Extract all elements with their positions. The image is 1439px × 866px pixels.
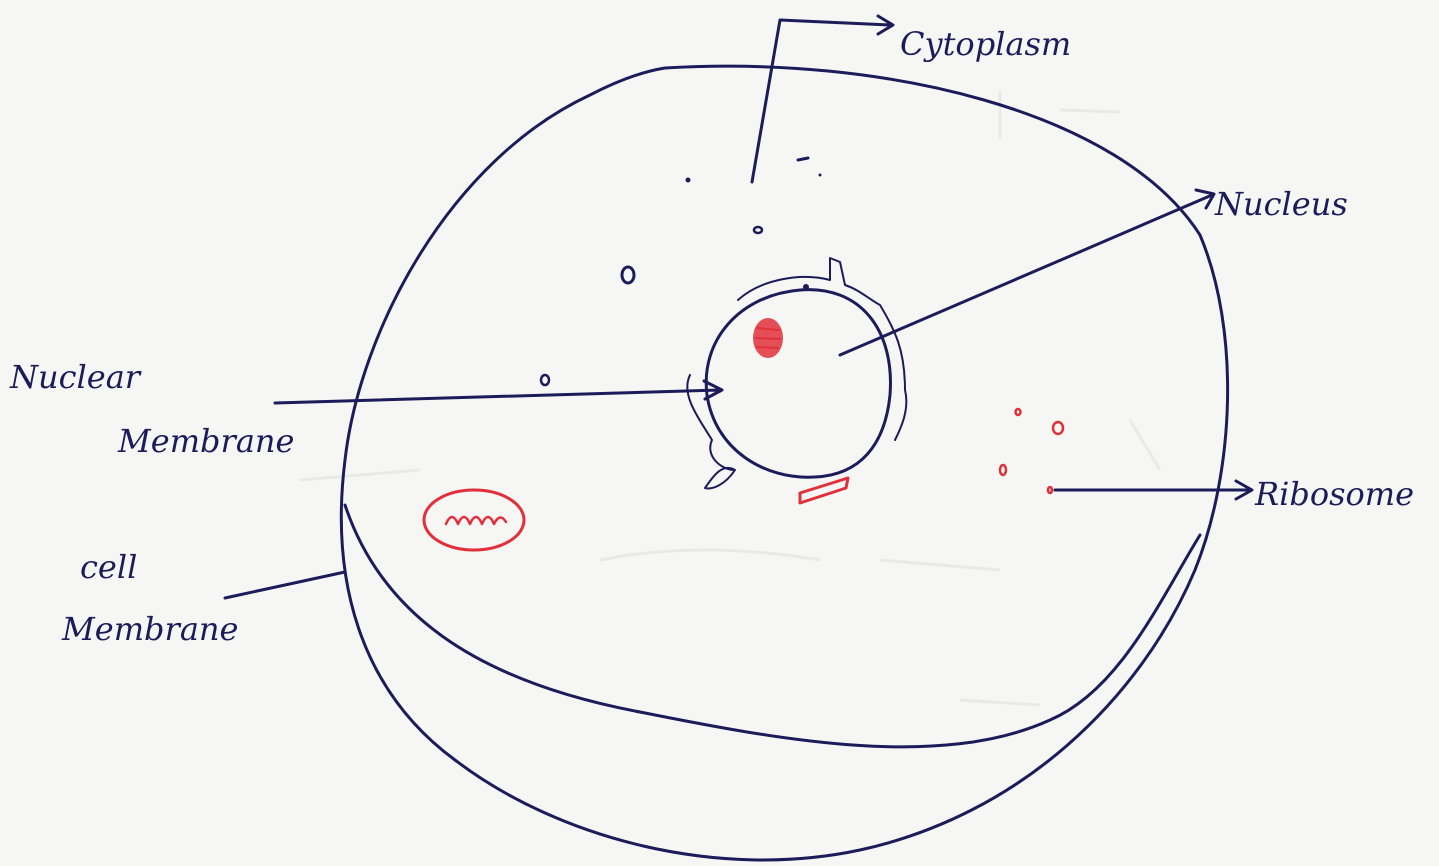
label-ribosome: Ribosome xyxy=(1254,475,1414,513)
cell-membrane-inner-curve xyxy=(345,505,1200,747)
label-cell-membrane-line2: Membrane xyxy=(61,610,238,648)
nuclear-membrane-wavy xyxy=(687,258,906,488)
cell-outline xyxy=(341,66,1227,860)
mitochondrion xyxy=(424,490,524,550)
nucleus-circle xyxy=(706,290,890,478)
label-nuclear-membrane-line2: Membrane xyxy=(117,422,294,460)
nucleus-leader xyxy=(840,190,1214,355)
label-cell-membrane-line1: cell xyxy=(80,548,137,586)
cell-membrane-leader xyxy=(225,572,345,598)
label-nuclear-membrane-line1: Nuclear xyxy=(9,358,142,396)
label-nucleus: Nucleus xyxy=(1214,185,1348,223)
ribosomes xyxy=(1000,409,1063,493)
label-cytoplasm: Cytoplasm xyxy=(900,25,1071,63)
cytoplasm-leader xyxy=(752,16,893,182)
nuclear-membrane-leader xyxy=(275,381,722,403)
nucleolus xyxy=(753,318,783,358)
ribosome-leader xyxy=(1055,481,1252,499)
leader-lines xyxy=(225,16,1252,598)
red-mark-bottom-nucleus xyxy=(800,478,848,503)
